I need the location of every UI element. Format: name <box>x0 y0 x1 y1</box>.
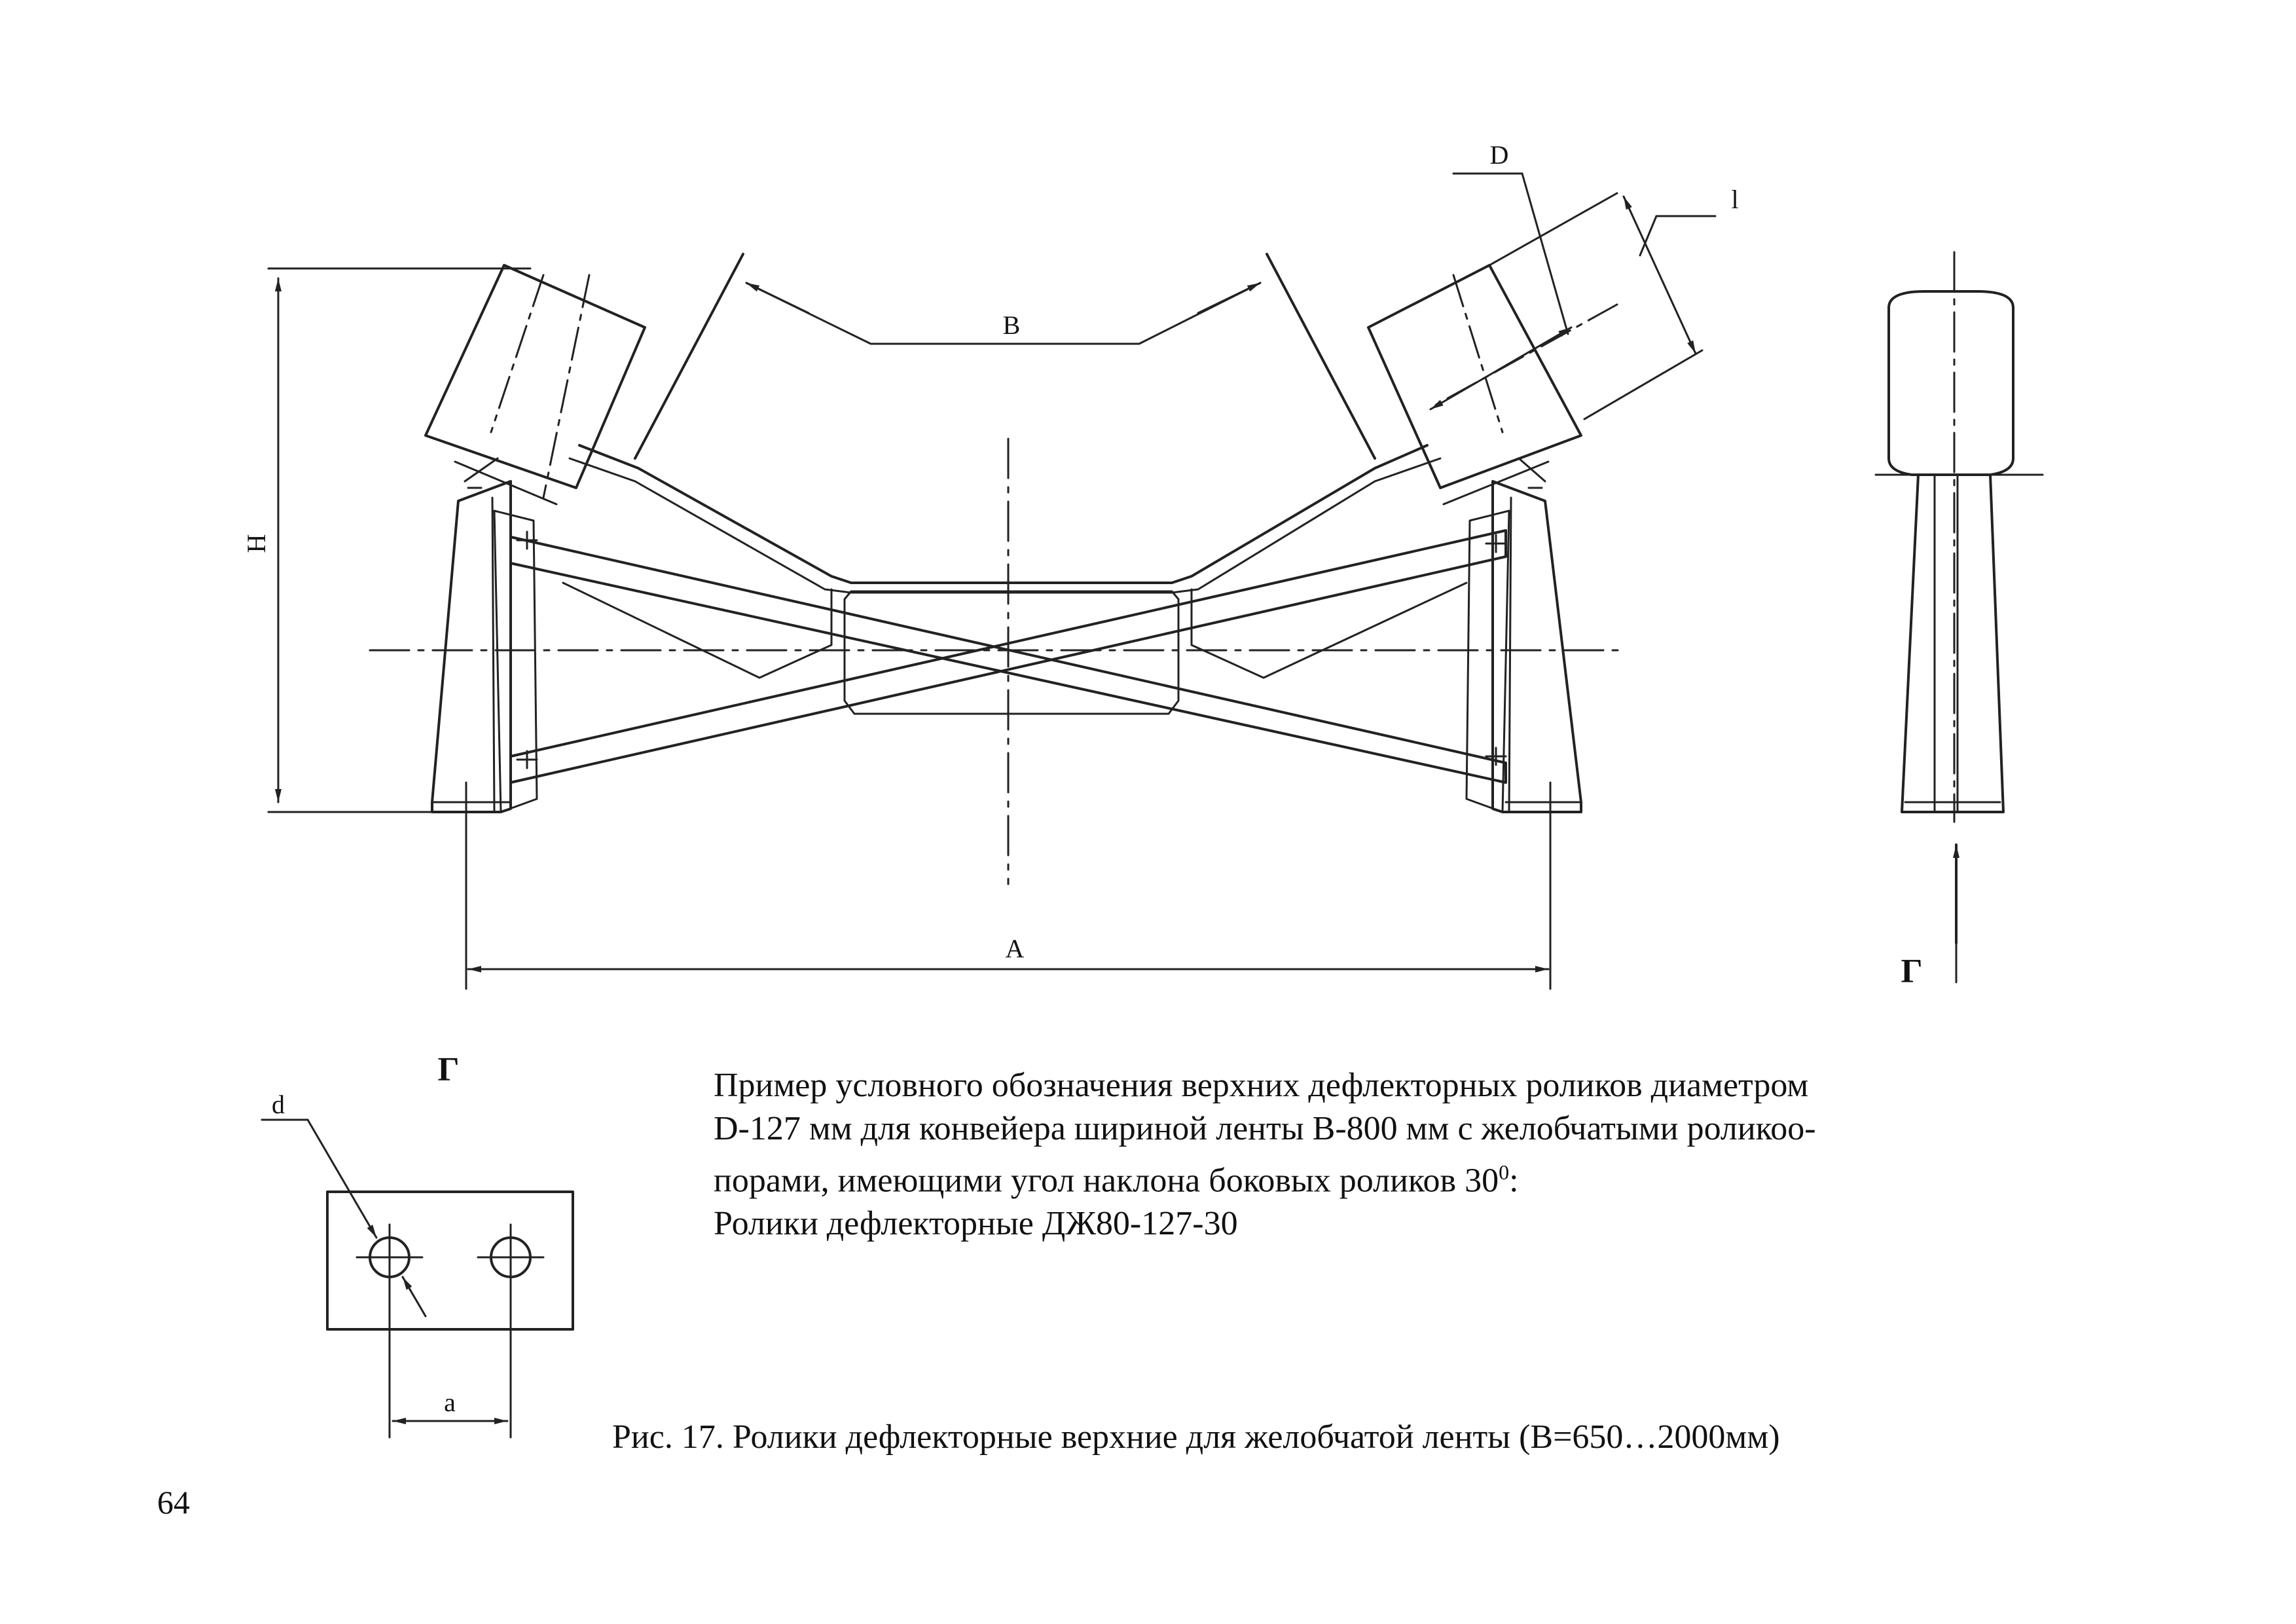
side-roller <box>1887 290 2014 476</box>
designation-line-3: порами, имеющими угол наклона боковых ро… <box>714 1151 2049 1202</box>
dim-label-B: B <box>1003 310 1021 340</box>
dim-label-d: d <box>272 1090 285 1119</box>
designation-line-2: D-127 мм для конвейера шириной ленты В-8… <box>714 1110 1816 1147</box>
designation-line-3-text: порами, имеющими угол наклона боковых ро… <box>714 1162 1499 1200</box>
dim-label-A: A <box>1006 934 1025 963</box>
view-label-detail: Г <box>437 1051 459 1088</box>
left-deflector-roller <box>424 264 646 489</box>
designation-line-4: Ролики дефлекторные ДЖ80-127-30 <box>714 1205 1238 1243</box>
figure-caption: Рис. 17. Ролики дефлекторные верхние для… <box>612 1418 1780 1456</box>
view-label-side: Г <box>1901 953 1922 990</box>
dim-label-l: l <box>1731 185 1738 214</box>
bolt-marks <box>467 487 1543 769</box>
dim-label-a: a <box>444 1388 456 1417</box>
page-number: 64 <box>157 1484 190 1521</box>
dim-label-H: H <box>242 534 271 553</box>
dim-label-D: D <box>1490 140 1509 170</box>
designation-line-1: Пример условного обозначения верхних деф… <box>714 1067 1809 1104</box>
right-deflector-roller <box>1367 264 1582 489</box>
side-post <box>1901 473 2005 813</box>
mounting-plate <box>326 1190 574 1331</box>
front-view <box>267 172 1717 990</box>
central-roller <box>843 590 1180 715</box>
degree-superscript: 0 <box>1499 1160 1510 1184</box>
designation-line-3-end: : <box>1509 1162 1519 1200</box>
trough-belt <box>578 444 1429 584</box>
detail-plate-view <box>261 1118 574 1439</box>
designation-example: Пример условного обозначения верхних деф… <box>714 1064 2049 1246</box>
side-view <box>1874 251 2044 984</box>
